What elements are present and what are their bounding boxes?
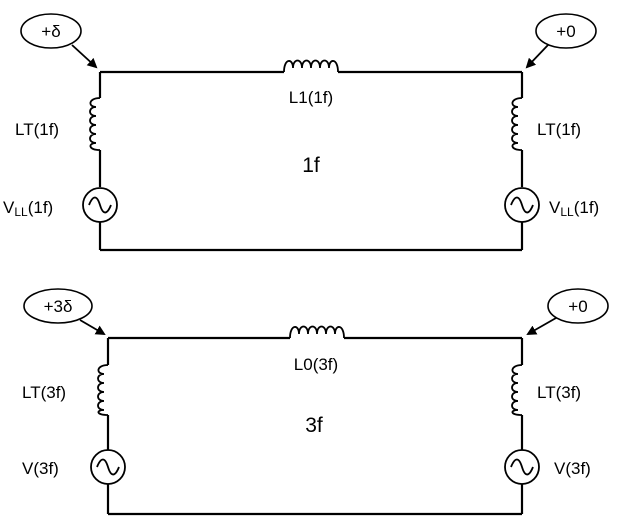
left-angle-arrow-1f [71, 44, 98, 69]
left-source-3f [90, 449, 126, 485]
right-source-1f [504, 187, 540, 223]
right-source-label-1f: VLL(1f) [549, 198, 599, 219]
right-transformer-coil-1f [511, 97, 523, 151]
right-angle-bubble-3f: +0 [547, 288, 609, 324]
circuit-1f: +δ +0 L1(1f) LT(1f) LT(1f) 1f VLL(1f) VL… [3, 13, 599, 252]
left-transformer-coil-3f [97, 364, 109, 416]
right-angle-bubble-1f: +0 [535, 13, 597, 49]
line-inductor-label-3f: L0(3f) [294, 355, 338, 374]
left-source-label-1f: VLL(1f) [3, 198, 53, 219]
left-angle-bubble-3f: +3δ [23, 288, 93, 324]
right-source-3f [504, 449, 540, 485]
left-angle-arrow-3f [79, 319, 106, 336]
right-transformer-label-1f: LT(1f) [537, 120, 581, 139]
svg-text:+3δ: +3δ [44, 297, 73, 316]
circuit-title-1f: 1f [302, 154, 320, 177]
circuit-title-3f: 3f [305, 414, 323, 437]
svg-text:+0: +0 [556, 22, 575, 41]
left-transformer-label-3f: LT(3f) [22, 383, 66, 402]
svg-text:+δ: +δ [41, 22, 60, 41]
left-angle-bubble-1f: +δ [20, 13, 82, 49]
left-source-1f [82, 187, 118, 223]
line-inductor-3f [289, 325, 345, 339]
right-angle-arrow-1f [525, 44, 549, 69]
left-transformer-coil-1f [89, 97, 101, 151]
right-transformer-coil-3f [511, 364, 523, 416]
line-inductor-1f [283, 59, 339, 73]
right-angle-arrow-3f [526, 317, 557, 335]
right-transformer-label-3f: LT(3f) [537, 383, 581, 402]
left-transformer-label-1f: LT(1f) [15, 120, 59, 139]
svg-text:+0: +0 [568, 297, 587, 316]
line-inductor-label-1f: L1(1f) [289, 88, 333, 107]
circuit-3f: +3δ +0 L0(3f) LT(3f) LT(3f) 3f V(3f) V(3… [22, 288, 609, 516]
right-source-label-3f: V(3f) [554, 459, 591, 478]
left-source-label-3f: V(3f) [22, 459, 59, 478]
